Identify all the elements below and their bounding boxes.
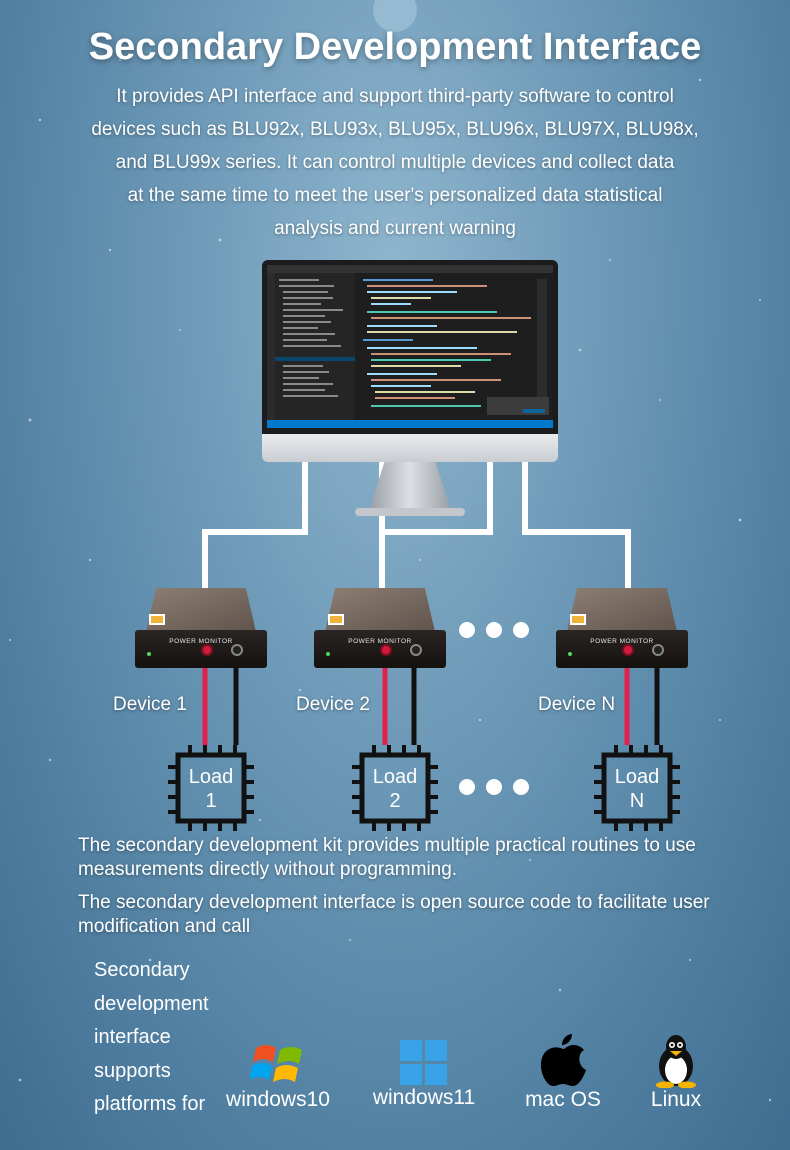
power-monitor-device-2: POWER MONITOR [314,588,446,674]
platform-windows10: windows10 [208,1040,348,1112]
intro-line: and BLU99x series. It can control multip… [115,152,675,173]
device-sticker [149,614,165,625]
load-label-n: Load N [614,766,660,812]
code-editor-illustration [267,265,553,428]
intro-line: analysis and current warning [274,218,516,239]
monitor-stand-neck [370,462,450,508]
load-chip-n-icon [594,745,680,831]
platform-linux: Linux [606,1034,746,1112]
platform-label: Linux [650,1088,702,1111]
description-paragraph-1: The secondary development kit provides m… [78,835,696,880]
windows-11-logo-icon [400,1040,447,1085]
platform-macos: mac OS [493,1030,633,1112]
red-terminal [380,644,392,656]
platform-label: mac OS [525,1088,601,1111]
page-title: Secondary Development Interface [88,26,702,68]
red-terminal [622,644,634,656]
device-panel-label: POWER MONITOR [348,638,412,645]
intro-paragraph: It provides API interface and support th… [55,80,735,245]
platform-label: windows11 [372,1086,476,1109]
tux-penguin-icon [656,1035,696,1088]
intro-line: at the same time to meet the user's pers… [127,185,663,206]
platform-windows11: windows11 [354,1040,494,1110]
device-name-n: Device N [538,694,616,715]
device-name-2: Device 2 [296,694,370,715]
cable-device-1 [202,462,308,590]
platform-label: windows10 [226,1088,330,1111]
load-chip-2-icon [352,745,438,831]
code-editor-screenshot [267,265,553,428]
power-monitor-device-1: POWER MONITOR [135,588,267,674]
device-panel-label: POWER MONITOR [590,638,654,645]
device-panel-label: POWER MONITOR [169,638,233,645]
status-led [147,652,151,656]
supported-platforms-caption: Secondary development interface supports… [94,959,209,1115]
device-sticker [328,614,344,625]
intro-line: devices such as BLU92x, BLU93x, BLU95x, … [91,119,699,140]
description-paragraph-2: The secondary development interface is o… [78,892,710,937]
intro-line: It provides API interface and support th… [116,86,674,107]
black-terminal [410,644,422,656]
monitor-chin [262,434,558,462]
power-monitor-device-n: POWER MONITOR [556,588,688,674]
red-terminal [201,644,213,656]
black-terminal [652,644,664,656]
windows-xp-flag-icon [250,1045,302,1082]
apple-logo-icon [540,1034,586,1086]
monitor-stand-base [355,508,465,516]
load-label-1: Load 1 [188,766,234,812]
computer-monitor [262,260,558,516]
cable-device-n [522,462,631,590]
monitor-bezel [262,260,558,434]
load-chip-1-icon [168,745,254,831]
device-name-1: Device 1 [113,694,187,715]
black-terminal [231,644,243,656]
device-sticker [570,614,586,625]
load-label-2: Load 2 [372,766,418,812]
status-led [568,652,572,656]
status-led [326,652,330,656]
